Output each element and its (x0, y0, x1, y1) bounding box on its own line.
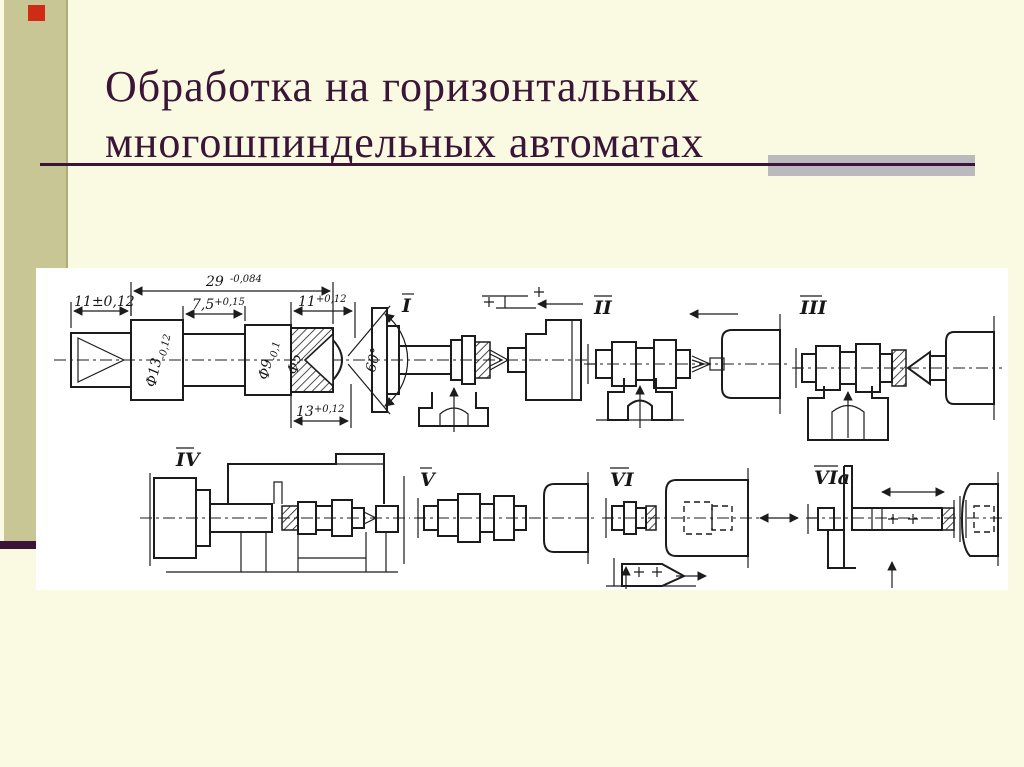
pickup-spindle-block (960, 483, 999, 557)
red-square-accent (28, 5, 45, 21)
divider-line (40, 163, 975, 166)
center-hole-cone-left (77, 337, 126, 383)
centerline-cross-marks (888, 514, 918, 524)
position-II: II (584, 295, 788, 428)
center-hole-cone-right (303, 332, 334, 388)
position-I-label: I (401, 295, 412, 317)
dim-dia-13: Ф13-0,12 (143, 331, 173, 389)
centerline-cross-marks (634, 567, 662, 577)
centerline-cross-marks (484, 287, 544, 307)
svg-text:7,5+0,15: 7,5+0,15 (192, 297, 245, 313)
position-III: III (792, 295, 1002, 441)
svg-text:11±0,12: 11±0,12 (74, 294, 135, 310)
position-I: I (368, 287, 588, 432)
slide-title-line1: Обработка на горизонтальных (105, 62, 701, 112)
dim-bottom-length: 13+0,12 (290, 384, 352, 428)
support-tool (807, 386, 889, 441)
slide-title: Обработка на горизонтальных многошпиндель… (105, 59, 985, 171)
position-VIa: VIа (806, 465, 1004, 588)
position-VI-label: VI (610, 469, 635, 491)
slide-title-line2: многошпиндельных автоматах (105, 118, 705, 168)
position-V: V (414, 467, 596, 564)
position-IV-label: IV (175, 449, 202, 471)
tool-holder (945, 331, 995, 405)
machine-base-lines (166, 532, 398, 573)
svg-text:11+0,12: 11+0,12 (298, 294, 346, 310)
pickup-spindle-block (665, 479, 749, 557)
tool-holder (721, 329, 781, 399)
svg-text:13+0,12: 13+0,12 (296, 404, 344, 420)
position-II-label: II (593, 297, 613, 319)
dim-mid-length: 7,5+0,15 (182, 297, 246, 330)
machining-diagram: 11±0,12 29-0,084 7,5+0,15 11+0,12 (54, 274, 1004, 589)
dim-dia-9: Ф9-0,1 (256, 339, 283, 382)
position-V-label: V (420, 469, 437, 491)
overhead-arm (227, 453, 385, 504)
chuck-disc (543, 483, 589, 553)
dim-right-length: 11+0,12 (290, 294, 356, 338)
dim-left-length: 11±0,12 (70, 294, 135, 328)
part-dashed-outline (973, 505, 995, 533)
position-VI: VI (602, 467, 799, 589)
tool-holder (525, 319, 582, 401)
left-band-bottom-bar (0, 541, 66, 549)
dim-total-length: 29-0,084 (130, 274, 334, 324)
cutoff-tool (621, 563, 687, 587)
figure-panel: 11±0,12 29-0,084 7,5+0,15 11+0,12 (36, 268, 1008, 590)
dim-dia-5: Ф5 (285, 352, 305, 375)
stop-arm (827, 465, 856, 569)
position-VIa-label: VIа (814, 467, 850, 489)
collet-ridges (953, 496, 967, 542)
part-drawing: 11±0,12 29-0,084 7,5+0,15 11+0,12 (54, 274, 409, 428)
svg-text:29-0,084: 29-0,084 (205, 274, 262, 290)
position-IV: IV (140, 447, 410, 573)
position-III-label: III (799, 297, 828, 319)
